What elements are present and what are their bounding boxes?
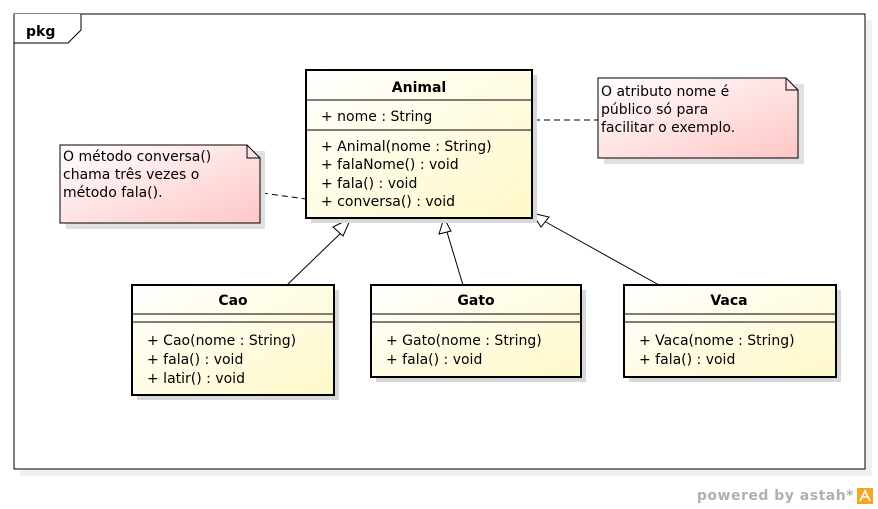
- note-line: O método conversa(): [63, 149, 211, 165]
- note-line: público só para: [601, 102, 708, 118]
- operation: + Gato(nome : String): [386, 333, 542, 349]
- package-label: pkg: [26, 24, 55, 40]
- class-animal[interactable]: Animal + nome : String + Animal(nome : S…: [305, 69, 537, 223]
- operation: + latir() : void: [147, 371, 245, 387]
- attribute: + nome : String: [321, 109, 432, 125]
- class-name: Gato: [457, 293, 495, 309]
- operation: + falaNome() : void: [321, 157, 459, 173]
- operation: + Animal(nome : String): [321, 139, 492, 155]
- class-name: Animal: [392, 80, 446, 96]
- package-tab: [13, 14, 82, 44]
- operation: + conversa() : void: [321, 194, 455, 210]
- edge-gato-animal: [438, 216, 464, 286]
- note-fold: [246, 145, 260, 159]
- note-fold: [785, 78, 798, 91]
- footer: powered by astah*: [697, 488, 873, 504]
- note-right[interactable]: O atributo nome é público só para facili…: [597, 77, 804, 164]
- class-cao[interactable]: Cao + Cao(nome : String) + fala() : void…: [131, 284, 339, 400]
- operation: + fala() : void: [639, 352, 735, 368]
- note-line: facilitar o exemplo.: [601, 120, 735, 136]
- class-gato[interactable]: Gato + Gato(nome : String) + fala() : vo…: [370, 284, 586, 382]
- anchor-left-note: [261, 192, 307, 200]
- operation: + Vaca(nome : String): [639, 333, 795, 349]
- note-left[interactable]: O método conversa() chama três vezes o m…: [59, 144, 265, 229]
- operation: + Cao(nome : String): [147, 333, 296, 349]
- note-anchors: [261, 119, 599, 200]
- class-name: Cao: [218, 293, 248, 309]
- note-line: chama três vezes o: [63, 167, 199, 183]
- class-name: Vaca: [710, 293, 747, 309]
- operation: + fala() : void: [147, 352, 243, 368]
- operation: + fala() : void: [386, 352, 482, 368]
- class-vaca[interactable]: Vaca + Vaca(nome : String) + fala() : vo…: [623, 284, 841, 382]
- astah-logo-icon: [857, 488, 873, 504]
- powered-by-text: powered by astah*: [697, 488, 854, 504]
- note-line: O atributo nome é: [601, 84, 729, 100]
- operation: + fala() : void: [321, 176, 417, 192]
- note-line: método fala().: [63, 185, 163, 201]
